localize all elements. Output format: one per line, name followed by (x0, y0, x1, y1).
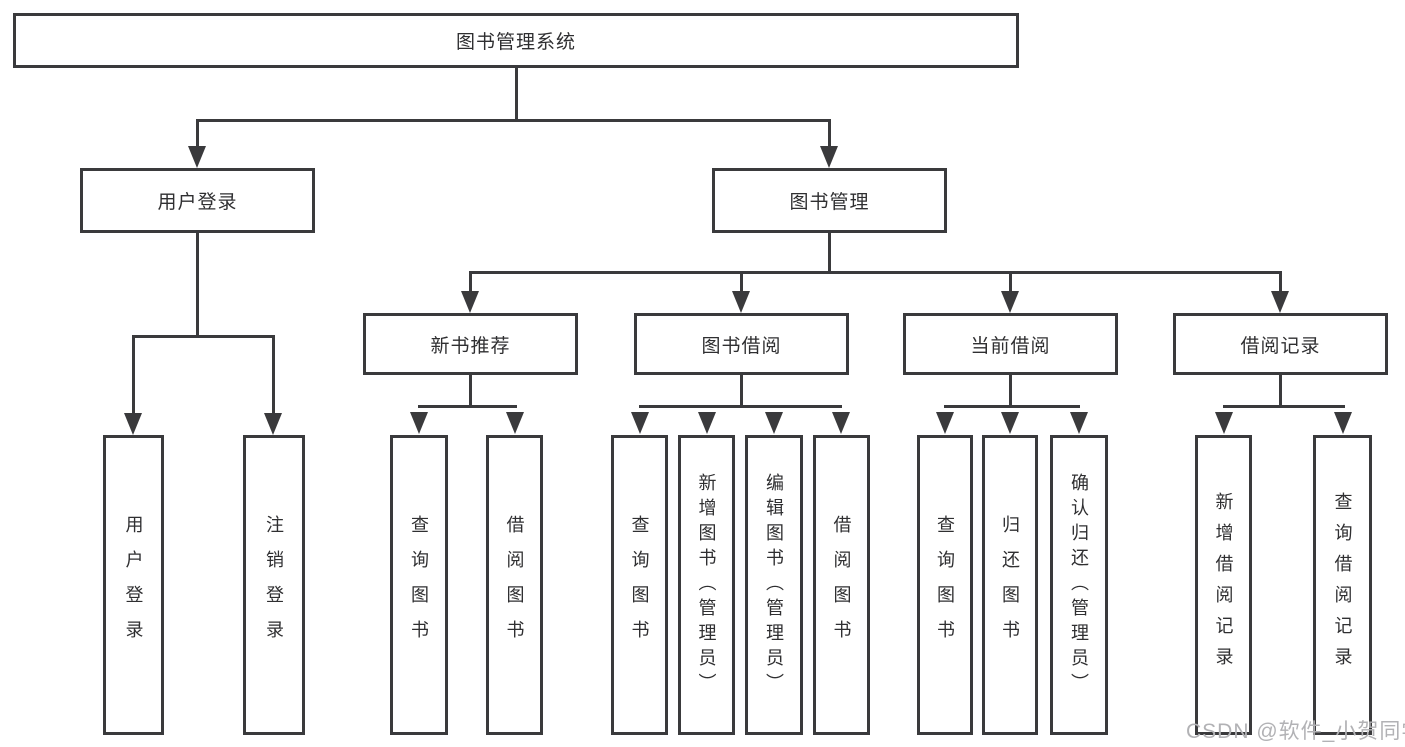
connector-user-login-crossbar (132, 335, 275, 338)
node-borrowing-records: 借阅记录 (1173, 313, 1388, 375)
connector-new-book-stem (469, 375, 472, 408)
connector-root-crossbar (196, 119, 831, 122)
arrowhead-borrow-add (698, 412, 716, 434)
leaf-current-confirm-return-admin: 确认归还（管理员） (1050, 435, 1108, 735)
node-user-login: 用户登录 (80, 168, 315, 233)
leaf-borrow-query-books-label: 查询图书 (629, 515, 650, 655)
leaf-current-return-books-label: 归还图书 (1000, 515, 1020, 655)
connector-book-management-crossbar (469, 271, 1282, 274)
node-root-label: 图书管理系统 (455, 32, 576, 53)
leaf-borrow-edit-books-admin-label: 编辑图书（管理员） (764, 472, 784, 698)
arrowhead-newbook-borrow (506, 412, 524, 434)
arrowhead-leaf-logout (264, 413, 282, 435)
node-new-book-recommend-label: 新书推荐 (430, 335, 511, 357)
arrowhead-book-borrow (732, 291, 750, 313)
connector-current-borrow-stem (1009, 375, 1012, 408)
connector-book-borrow-stem (740, 375, 743, 408)
leaf-record-add-borrow-record-label: 新增借阅记录 (1213, 492, 1234, 678)
leaf-logout: 注销登录 (243, 435, 305, 735)
connector-new-book-crossbar (418, 405, 517, 408)
leaf-newbook-borrow-books-label: 借阅图书 (504, 515, 525, 655)
node-current-borrowing: 当前借阅 (903, 313, 1118, 375)
leaf-borrow-borrow-books: 借阅图书 (813, 435, 870, 735)
node-book-management-label: 图书管理 (789, 192, 870, 213)
arrowhead-user-login (188, 146, 206, 168)
leaf-current-return-books: 归还图书 (982, 435, 1038, 735)
connector-drop-current-borrow (1009, 271, 1012, 293)
leaf-newbook-borrow-books: 借阅图书 (486, 435, 543, 735)
connector-borrow-record-stem (1279, 375, 1282, 408)
connector-drop-book-borrow (740, 271, 743, 293)
arrowhead-leaf-user-login (124, 413, 142, 435)
node-borrowing-records-label: 借阅记录 (1240, 335, 1321, 357)
leaf-borrow-borrow-books-label: 借阅图书 (831, 515, 852, 655)
arrowhead-current-confirm (1070, 412, 1088, 434)
arrowhead-borrow-record (1271, 291, 1289, 313)
connector-drop-user-login (196, 119, 199, 149)
leaf-borrow-query-books: 查询图书 (611, 435, 668, 735)
connector-user-login-stem (196, 233, 199, 337)
leaf-logout-label: 注销登录 (264, 515, 284, 655)
connector-borrow-record-crossbar (1223, 405, 1345, 408)
csdn-watermark: CSDN @软件_小贺同学 (1186, 720, 1405, 743)
arrowhead-current-borrow (1001, 291, 1019, 313)
arrowhead-borrow-edit (765, 412, 783, 434)
leaf-user-login: 用户登录 (103, 435, 164, 735)
arrowhead-current-query (936, 412, 954, 434)
leaf-record-query-borrow-record: 查询借阅记录 (1313, 435, 1372, 735)
leaf-record-add-borrow-record: 新增借阅记录 (1195, 435, 1252, 735)
leaf-record-query-borrow-record-label: 查询借阅记录 (1332, 492, 1353, 678)
leaf-borrow-add-books-admin-label: 新增图书（管理员） (696, 472, 717, 698)
connector-book-management-stem (828, 233, 831, 273)
arrowhead-newbook-query (410, 412, 428, 434)
arrowhead-record-query (1334, 412, 1352, 434)
leaf-current-query-books: 查询图书 (917, 435, 973, 735)
arrowhead-record-add (1215, 412, 1233, 434)
node-new-book-recommend: 新书推荐 (363, 313, 578, 375)
node-current-borrowing-label: 当前借阅 (970, 335, 1051, 357)
node-book-borrowing-label: 图书借阅 (701, 335, 782, 357)
arrowhead-book-management (820, 146, 838, 168)
leaf-newbook-query-books-label: 查询图书 (409, 515, 429, 655)
connector-drop-borrow-record (1279, 271, 1282, 293)
node-root: 图书管理系统 (13, 13, 1019, 68)
arrowhead-borrow-borrow (832, 412, 850, 434)
leaf-borrow-edit-books-admin: 编辑图书（管理员） (745, 435, 803, 735)
connector-drop-leaf-user-login (132, 335, 135, 415)
arrowhead-current-return (1001, 412, 1019, 434)
connector-book-borrow-crossbar (639, 405, 842, 408)
leaf-newbook-query-books: 查询图书 (390, 435, 448, 735)
node-user-login-label: 用户登录 (157, 192, 238, 213)
node-book-borrowing: 图书借阅 (634, 313, 849, 375)
connector-drop-new-book (469, 271, 472, 293)
leaf-current-confirm-return-admin-label: 确认归还（管理员） (1069, 472, 1089, 698)
node-book-management: 图书管理 (712, 168, 947, 233)
leaf-user-login-label: 用户登录 (123, 515, 144, 655)
connector-drop-book-management (828, 119, 831, 149)
connector-root-stem (515, 68, 518, 121)
leaf-borrow-add-books-admin: 新增图书（管理员） (678, 435, 735, 735)
arrowhead-new-book (461, 291, 479, 313)
leaf-current-query-books-label: 查询图书 (935, 515, 955, 655)
connector-current-borrow-crossbar (944, 405, 1080, 408)
arrowhead-borrow-query (631, 412, 649, 434)
connector-drop-leaf-logout (272, 335, 275, 415)
